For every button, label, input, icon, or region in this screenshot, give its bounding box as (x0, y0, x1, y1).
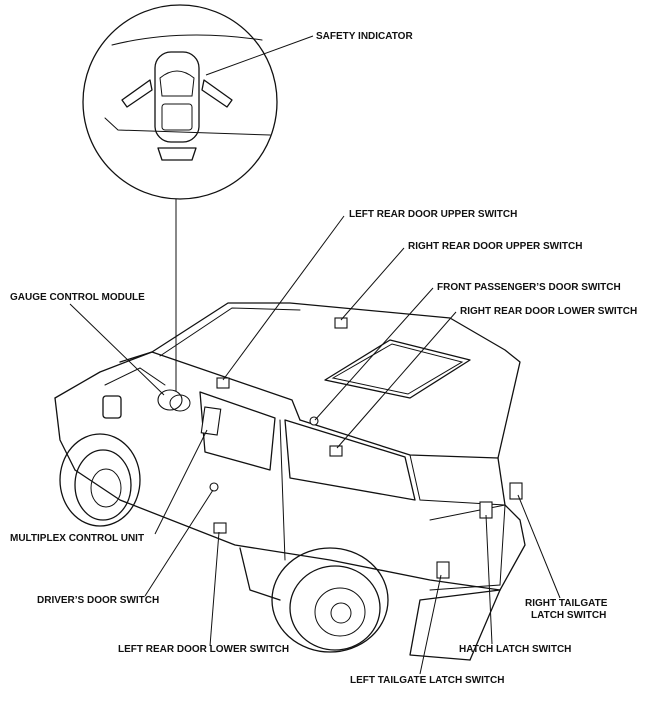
leader-left-rear-door-lower-switch (209, 531, 220, 647)
leader-lines (69, 35, 561, 675)
indicator-tailgate (157, 147, 197, 161)
front-wheel-tire (74, 449, 132, 521)
drivers-door-switch (209, 482, 219, 492)
label-hatch-latch-switch: HATCH LATCH SWITCH (459, 644, 571, 655)
rear-wheel-tire (289, 565, 381, 651)
safety-indicator-inset (82, 4, 278, 395)
front-wheel-arch (59, 433, 141, 527)
door-seam (279, 419, 286, 561)
windshield-base (104, 367, 166, 386)
inset-dash-line (111, 34, 263, 46)
label-right-tailgate-latch-switch-line1: RIGHT TAILGATE (525, 598, 608, 609)
label-right-rear-door-upper-switch: RIGHT REAR DOOR UPPER SWITCH (408, 241, 582, 252)
label-left-rear-door-lower-switch: LEFT REAR DOOR LOWER SWITCH (118, 644, 289, 655)
rear-window-line (409, 454, 506, 506)
rocker-panel (239, 547, 281, 601)
leader-left-tailgate-latch-switch (419, 574, 442, 675)
hood-line (54, 351, 153, 399)
side-mirror (102, 395, 122, 419)
label-left-rear-door-upper-switch: LEFT REAR DOOR UPPER SWITCH (349, 209, 517, 220)
rear-wheel-arch (271, 547, 389, 653)
components (157, 317, 523, 579)
leader-safety-indicator (205, 35, 314, 76)
label-left-tailgate-latch-switch: LEFT TAILGATE LATCH SWITCH (350, 675, 504, 686)
vehicle-body (54, 302, 526, 661)
rear-wheel-hub (314, 587, 366, 637)
label-gauge-control-module: GAUGE CONTROL MODULE (10, 292, 145, 303)
leader-hatch-latch-switch (485, 514, 493, 645)
left-tailgate-latch-switch (436, 561, 450, 579)
rear-wheel-center (330, 602, 352, 624)
label-right-rear-door-lower-switch: RIGHT REAR DOOR LOWER SWITCH (460, 306, 637, 317)
leader-front-passengers-door-switch (314, 287, 434, 421)
leader-right-tailgate-latch-switch (517, 494, 561, 599)
indicator-right-door (201, 79, 233, 108)
roof-skylight-inner (331, 343, 464, 395)
rear-corner (469, 457, 526, 661)
tailgate-outline (429, 504, 506, 591)
callout-labels: SAFETY INDICATOR LEFT REAR DOOR UPPER SW… (10, 31, 637, 686)
inset-panel-line (104, 117, 271, 136)
leader-drivers-door-switch (144, 489, 214, 597)
label-right-tailgate-latch-switch-line2: LATCH SWITCH (531, 610, 606, 621)
label-safety-indicator: SAFETY INDICATOR (316, 31, 413, 42)
indicator-left-door (121, 79, 153, 108)
roof-outline (151, 302, 521, 459)
rear-door-window (284, 419, 416, 501)
beltline-top (119, 351, 301, 421)
inset-circle (82, 4, 278, 200)
safety-indicator-car-icon (121, 51, 233, 161)
right-rear-door-upper-switch (334, 317, 348, 329)
leader-right-rear-door-upper-switch (340, 247, 405, 321)
label-multiplex-control-unit: MULTIPLEX CONTROL UNIT (10, 533, 144, 544)
label-front-passengers-door-switch: FRONT PASSENGER’S DOOR SWITCH (437, 282, 621, 293)
leader-gauge-control-module (69, 303, 165, 396)
rear-bumper (409, 589, 501, 661)
lower-body-line (74, 469, 501, 591)
label-drivers-door-switch: DRIVER’S DOOR SWITCH (37, 595, 159, 606)
roof-skylight (324, 339, 471, 399)
left-rear-door-lower-switch (213, 522, 227, 534)
leader-left-rear-door-upper-switch (222, 215, 345, 381)
right-tailgate-latch-switch (509, 482, 523, 500)
left-rear-door-upper-switch (216, 377, 230, 389)
multiplex-control-unit (200, 406, 222, 436)
roof-rail (159, 307, 301, 357)
leader-multiplex-control-unit (154, 429, 208, 535)
front-wheel-hub (90, 468, 122, 508)
front-fascia (54, 397, 76, 471)
leader-right-rear-door-lower-switch (336, 311, 457, 449)
right-rear-door-lower-switch (329, 445, 343, 457)
